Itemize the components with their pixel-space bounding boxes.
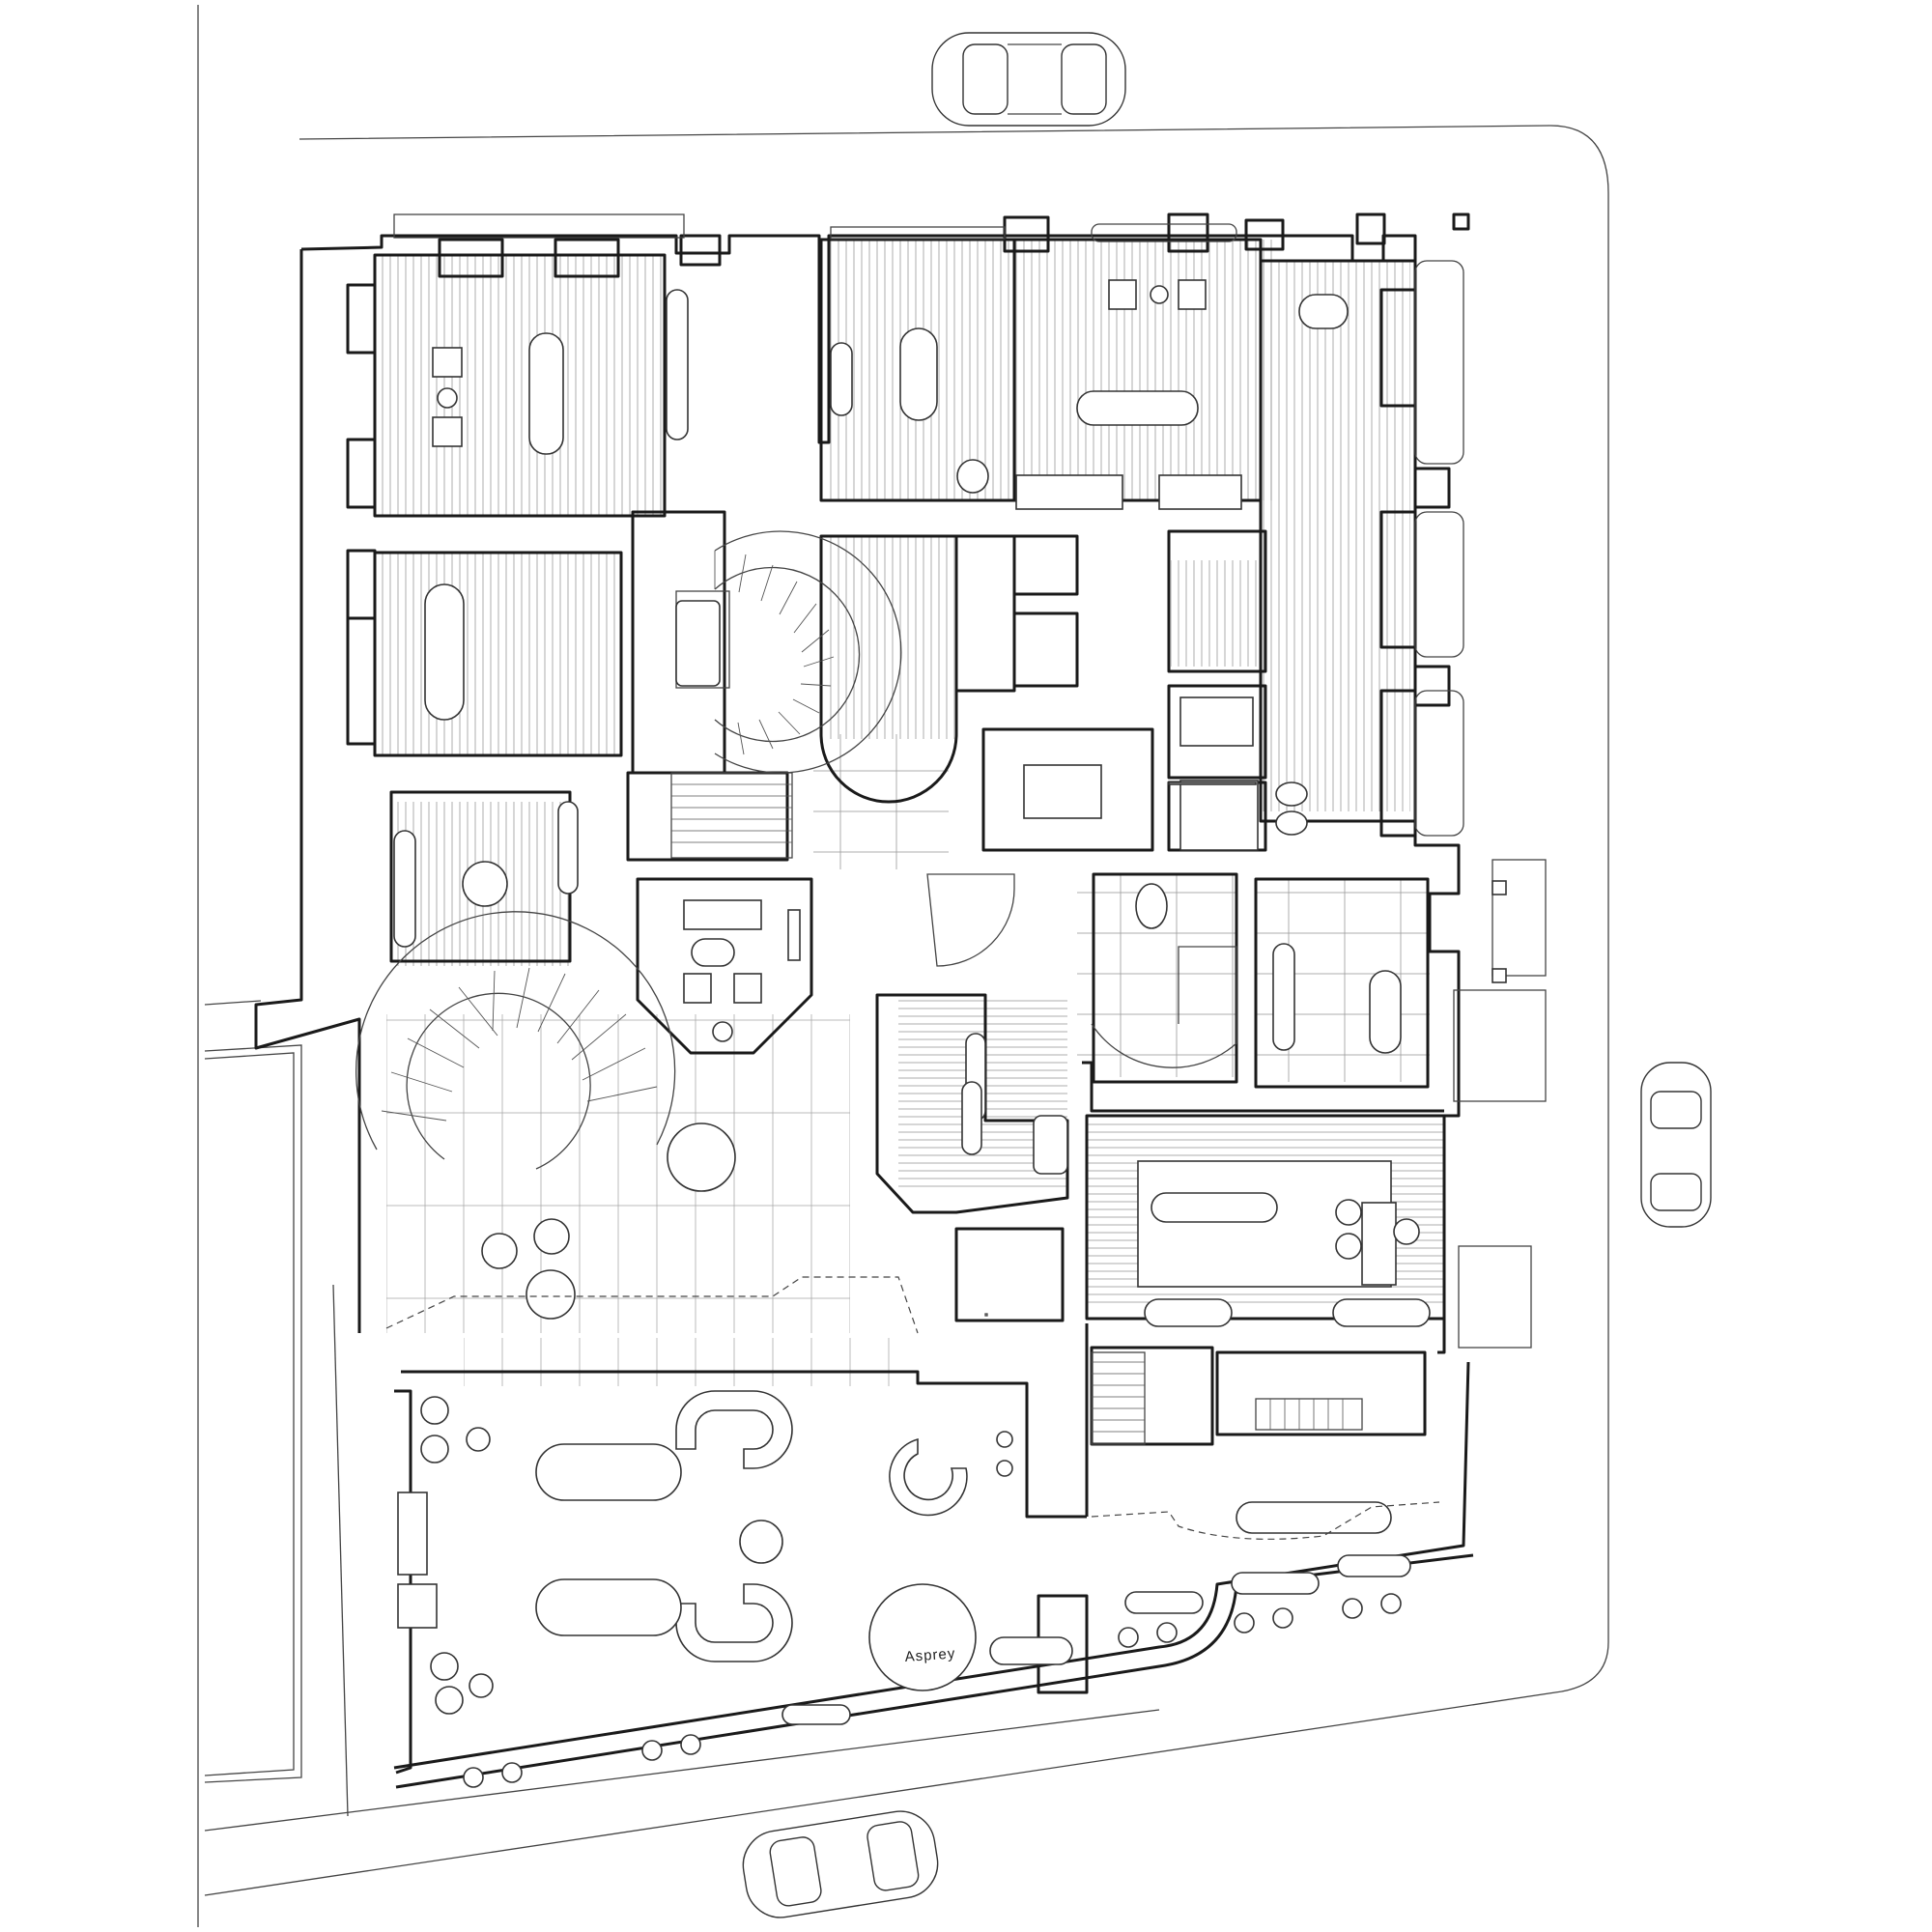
furniture [393, 279, 1507, 1788]
signage: Asprey [904, 1645, 956, 1665]
dashed-outlines [385, 1276, 1440, 1540]
site-boundary [197, 5, 1609, 1927]
staircases [355, 530, 1547, 1445]
car-bottom [742, 1810, 939, 1918]
walls [254, 234, 1474, 1789]
car-top [931, 32, 1126, 127]
car-right [1640, 1062, 1712, 1228]
brand-sign-text: Asprey [904, 1645, 956, 1665]
window-bays [346, 213, 1470, 838]
